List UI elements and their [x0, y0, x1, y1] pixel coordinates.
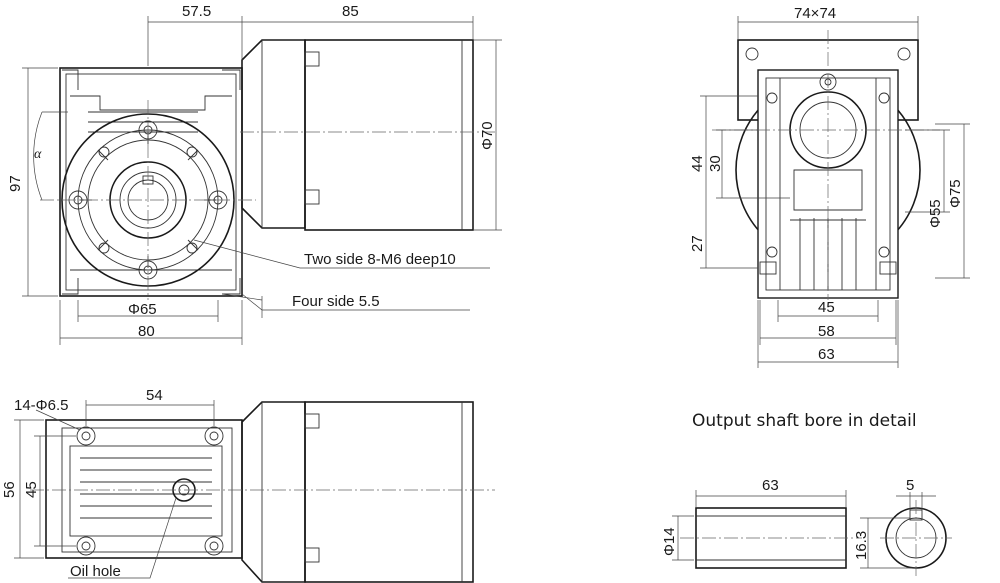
dim-shaft-dia: Φ14 — [661, 527, 678, 556]
dim-side-dia75: Φ75 — [947, 179, 964, 208]
dim-side-flange: 74×74 — [794, 5, 836, 22]
dim-bottom-holes: 14-Φ6.5 — [14, 397, 69, 414]
dim-side-h30: 30 — [707, 155, 724, 172]
dim-front-motor-offset: 57.5 — [182, 3, 211, 20]
dim-front-width: 80 — [138, 323, 155, 340]
dim-front-motor-dia: Φ70 — [479, 121, 496, 150]
dim-front-height: 97 — [7, 175, 24, 192]
side-view — [700, 16, 970, 368]
detail-title: Output shaft bore in detail — [692, 411, 917, 431]
callout-two-side-holes: Two side 8-M6 deep10 — [304, 251, 456, 268]
callout-four-side-holes: Four side 5.5 — [292, 293, 380, 310]
bottom-motor-body — [304, 401, 474, 583]
dim-side-h27: 27 — [689, 235, 706, 252]
angle-alpha-symbol: α — [34, 147, 42, 162]
dim-side-w58: 58 — [818, 323, 835, 340]
callout-oil-hole: Oil hole — [70, 563, 121, 580]
front-motor-body — [304, 39, 474, 231]
dim-bottom-h45: 45 — [23, 481, 40, 498]
dim-bottom-h56: 56 — [1, 481, 18, 498]
dim-shaft-key: 5 — [906, 477, 914, 494]
front-view — [22, 16, 502, 345]
dim-side-w63: 63 — [818, 346, 835, 363]
shaft-detail — [672, 490, 952, 576]
bottom-view — [14, 400, 495, 583]
bottom-motor-flange — [241, 401, 306, 583]
dim-side-h44: 44 — [689, 155, 706, 172]
dim-front-bolt-circle: Φ65 — [128, 301, 157, 318]
dim-shaft-length: 63 — [762, 477, 779, 494]
dim-bottom-w54: 54 — [146, 387, 163, 404]
dim-front-motor-length: 85 — [342, 3, 359, 20]
dim-side-dia55: Φ55 — [927, 199, 944, 228]
dim-side-w45: 45 — [818, 299, 835, 316]
dim-shaft-key-depth: 16.3 — [853, 531, 870, 560]
